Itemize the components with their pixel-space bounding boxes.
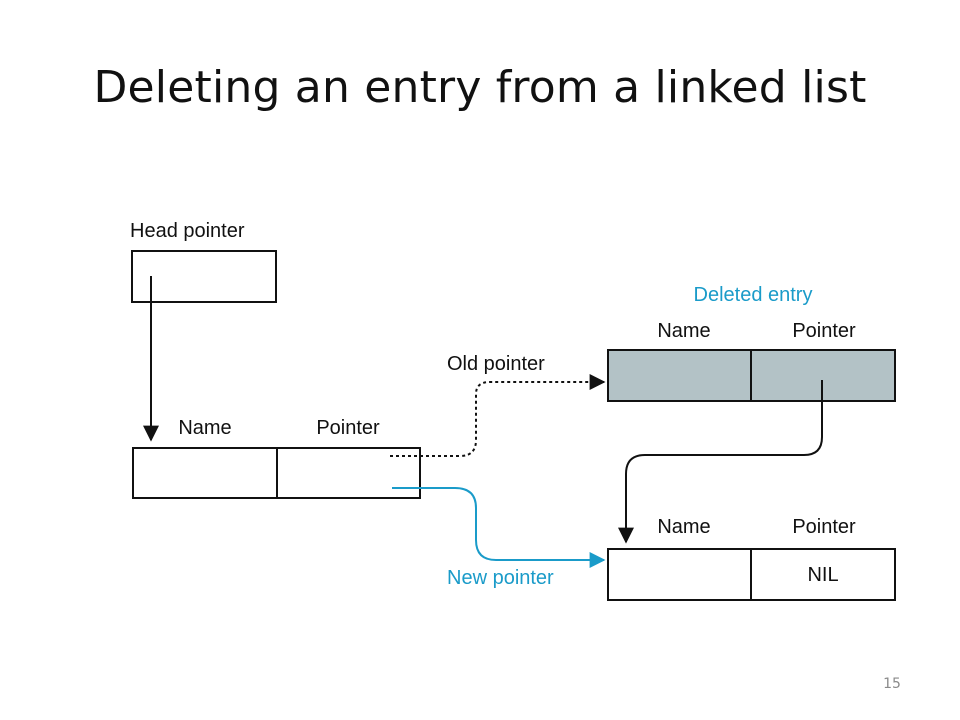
last-entry-pointer-label: Pointer <box>792 516 856 538</box>
deleted-entry-name-label: Name <box>657 320 710 342</box>
head-pointer-box <box>131 250 277 303</box>
new-pointer-label: New pointer <box>447 567 554 589</box>
page-number: 15 <box>883 676 901 692</box>
deleted-entry-name-cell <box>607 349 752 402</box>
deleted-entry-pointer-label: Pointer <box>792 320 856 342</box>
old-pointer-arrow <box>390 374 606 457</box>
first-entry-name-label: Name <box>178 417 231 439</box>
nil-value: NIL <box>807 564 838 586</box>
deleted-entry-caption: Deleted entry <box>694 284 813 306</box>
first-entry-name-cell <box>132 447 278 499</box>
head-pointer-label: Head pointer <box>130 220 245 242</box>
slide-title: Deleting an entry from a linked list <box>93 62 867 113</box>
last-entry-pointer-cell <box>750 548 896 601</box>
last-entry-name-cell <box>607 548 752 601</box>
deleted-entry-pointer-arrow <box>618 380 823 544</box>
old-pointer-label: Old pointer <box>447 353 545 375</box>
new-pointer-arrow <box>392 487 606 568</box>
last-entry-name-label: Name <box>657 516 710 538</box>
first-entry-pointer-label: Pointer <box>316 417 380 439</box>
